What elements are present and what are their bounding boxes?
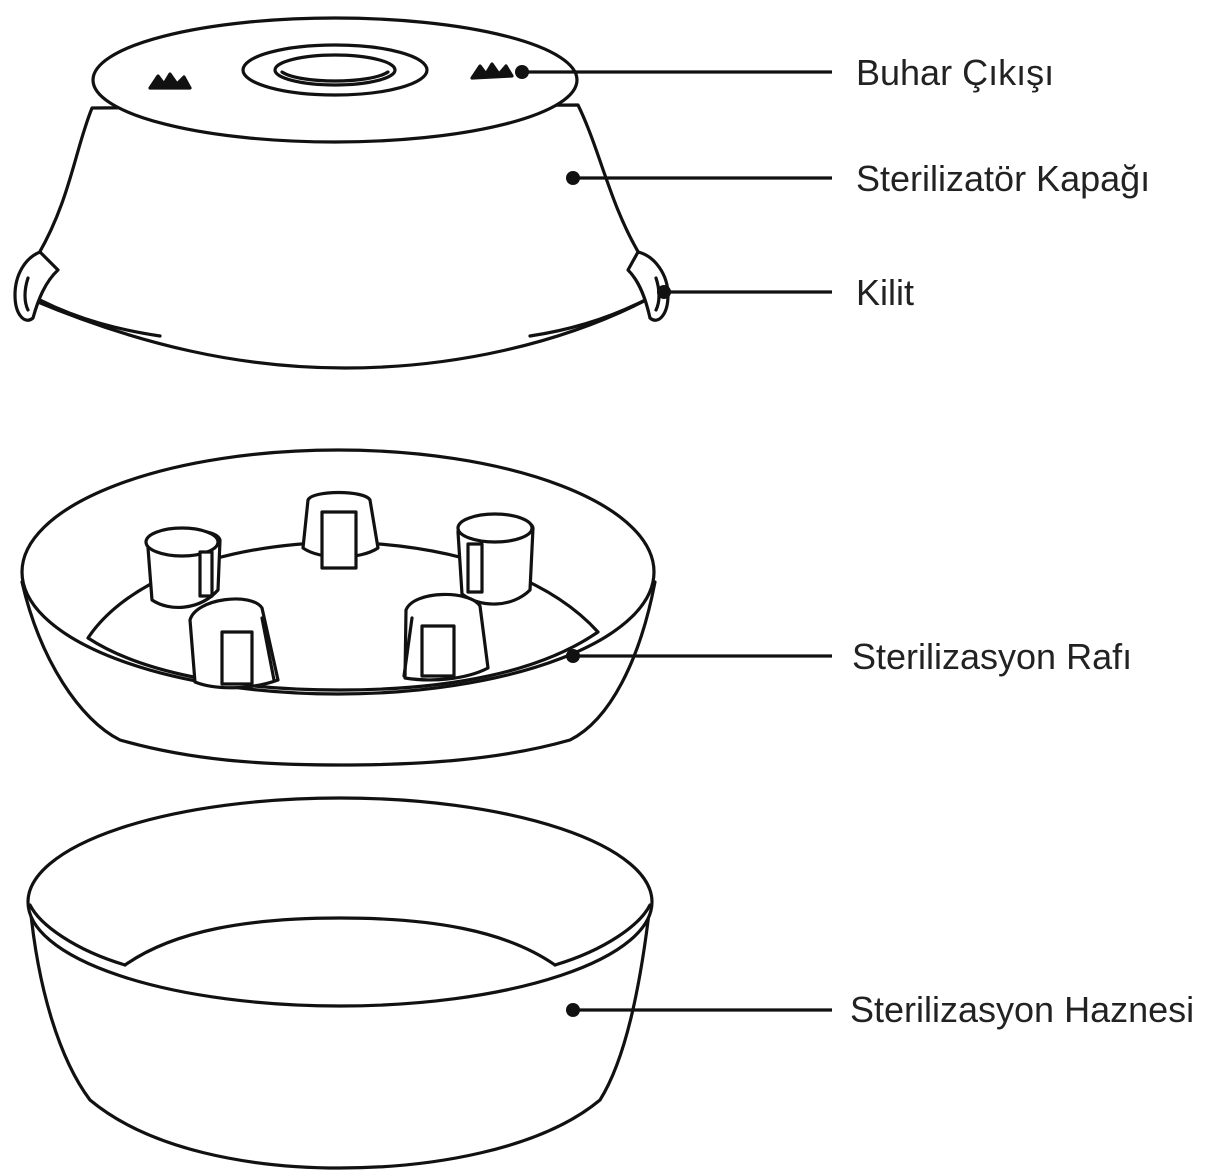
label-sterilizer-lid: Sterilizatör Kapağı	[856, 158, 1151, 199]
label-lock: Kilit	[856, 272, 915, 313]
leader-lid	[566, 171, 832, 185]
leader-lock	[657, 285, 832, 299]
label-sterilization-rack: Sterilizasyon Rafı	[852, 636, 1133, 677]
leader-chamber	[566, 1003, 832, 1017]
rack-peg	[144, 526, 222, 609]
rack-peg	[301, 490, 380, 570]
leader-steam-outlet	[515, 65, 832, 79]
steam-vent-left	[148, 72, 192, 90]
sterilization-rack	[20, 448, 657, 767]
sterilization-chamber	[26, 796, 654, 1170]
rack-peg	[456, 512, 535, 606]
label-sterilization-chamber: Sterilizasyon Haznesi	[850, 989, 1195, 1030]
label-steam-outlet: Buhar Çıkışı	[856, 52, 1055, 93]
rack-peg	[188, 597, 280, 690]
steam-vent-right	[470, 62, 514, 80]
rack-peg	[402, 592, 490, 682]
leader-rack	[566, 649, 832, 663]
